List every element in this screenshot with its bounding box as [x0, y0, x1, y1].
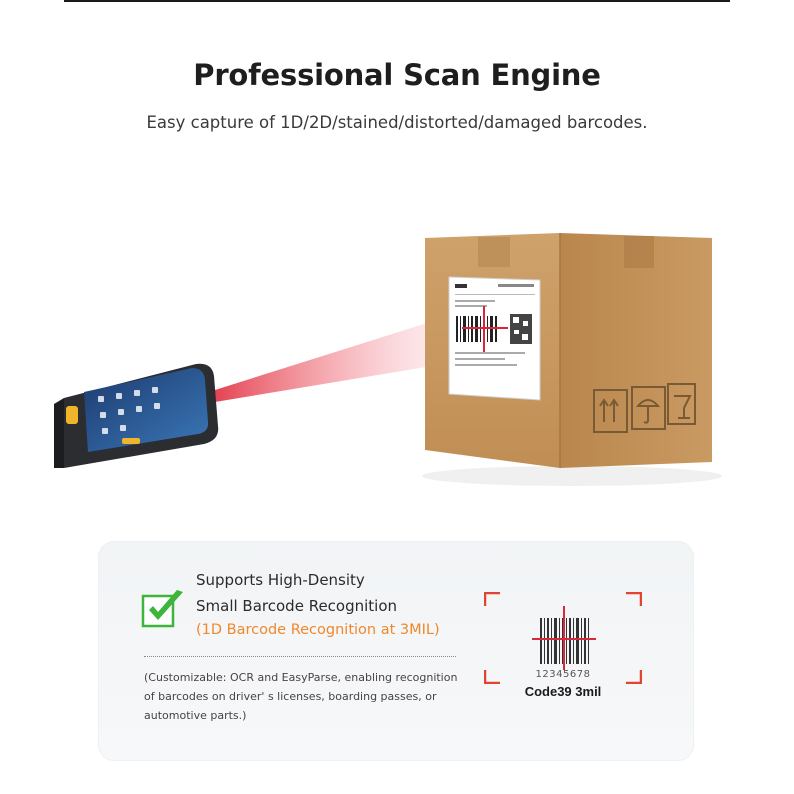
barcode-scan-frame [484, 592, 642, 684]
feature-highlight: (1D Barcode Recognition at 3MIL) [196, 622, 440, 638]
feature-card [98, 541, 694, 761]
laser-beam [215, 310, 468, 402]
page-subtitle: Easy capture of 1D/2D/stained/distorted/… [146, 113, 648, 132]
handling-symbols [593, 383, 696, 433]
feature-line-2: Small Barcode Recognition [196, 597, 398, 615]
page-title: Professional Scan Engine [193, 58, 601, 92]
scan-illustration [54, 233, 722, 486]
note-line-2: of barcodes on driver' s licenses, board… [144, 690, 437, 703]
handheld-scanner [54, 363, 219, 468]
shipping-label [448, 276, 541, 401]
top-divider [64, 0, 730, 2]
barcode-digits: 12345678 [535, 669, 591, 680]
dotted-divider [144, 656, 456, 657]
note-line-3: automotive parts.) [144, 709, 247, 722]
note-line-1: (Customizable: OCR and EasyParse, enabli… [144, 671, 458, 684]
barcode-caption: Code39 3mil [524, 684, 602, 699]
feature-line-1: Supports High-Density [196, 571, 365, 589]
green-check-icon [141, 590, 183, 628]
box-side [560, 233, 712, 468]
barcode-bars [540, 618, 589, 664]
